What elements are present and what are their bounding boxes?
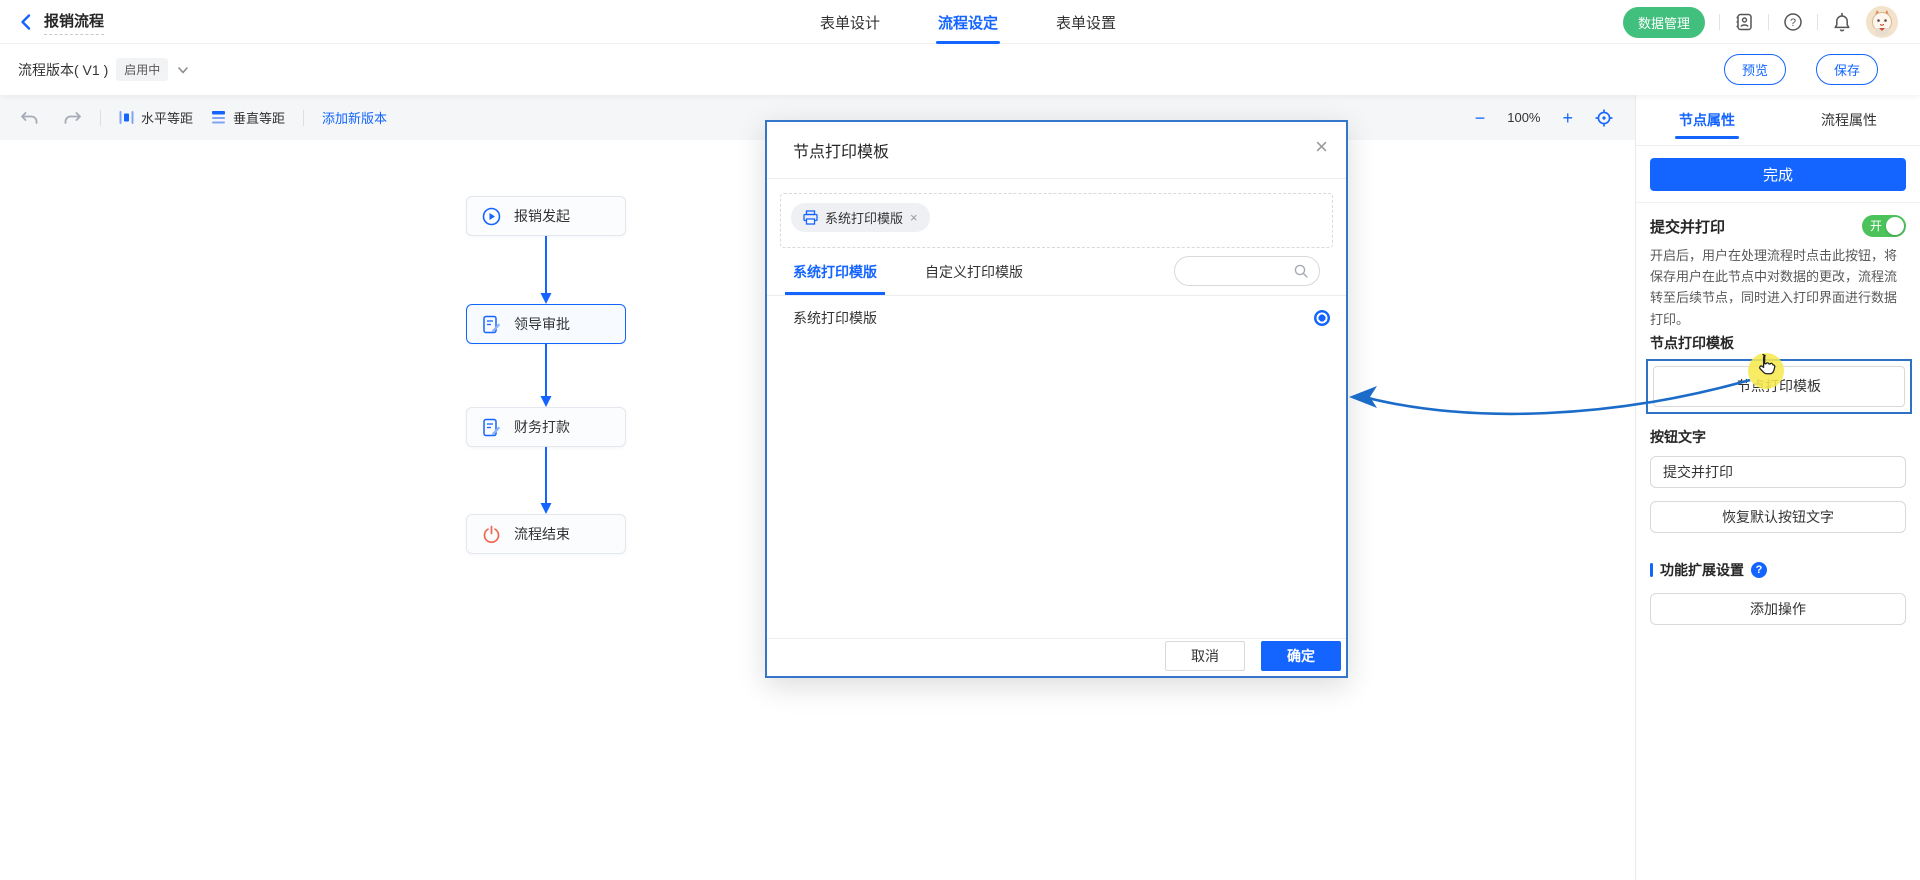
button-text-input[interactable]	[1650, 456, 1906, 488]
properties-panel: 节点属性 流程属性 完成 提交并打印 开 开启后，用户在处理流程时点击此按钮，将…	[1635, 95, 1920, 880]
restore-default-button[interactable]: 恢复默认按钮文字	[1650, 501, 1906, 533]
play-circle-icon	[482, 207, 501, 226]
toggle-on-label: 开	[1870, 219, 1882, 233]
search-icon	[1293, 263, 1309, 279]
submit-print-toggle[interactable]: 开	[1862, 215, 1906, 237]
submit-print-label: 提交并打印	[1650, 216, 1725, 237]
divider	[1768, 14, 1769, 30]
undo-icon[interactable]	[20, 110, 39, 126]
version-bar: 流程版本( V1 ) 启用中 预览 保存	[0, 44, 1920, 95]
selected-template-chip[interactable]: 系统打印模版 ×	[791, 203, 930, 232]
save-button[interactable]: 保存	[1816, 54, 1878, 85]
doc-edit-icon	[482, 418, 501, 437]
doc-edit-icon	[482, 315, 501, 334]
toggle-knob	[1886, 217, 1904, 235]
preview-button[interactable]: 预览	[1724, 54, 1786, 85]
tab-form-setting[interactable]: 表单设置	[1056, 0, 1116, 44]
node-label: 财务打款	[514, 417, 570, 437]
horizontal-spacing-button[interactable]: 水平等距	[119, 108, 193, 127]
flow-node-finance-payment[interactable]: 财务打款	[466, 407, 626, 447]
divider	[303, 110, 304, 126]
contact-book-icon[interactable]	[1734, 12, 1754, 32]
template-search-input[interactable]	[1189, 264, 1293, 279]
cancel-button[interactable]: 取消	[1165, 641, 1245, 671]
tab-flow-properties[interactable]: 流程属性	[1778, 95, 1920, 145]
selected-templates-box: 系统打印模版 ×	[780, 193, 1333, 248]
template-item-label: 系统打印模版	[793, 308, 1314, 328]
add-version-link[interactable]: 添加新版本	[322, 108, 387, 127]
template-list-item[interactable]: 系统打印模版	[767, 296, 1346, 340]
modal-close-icon[interactable]: ×	[1315, 136, 1328, 158]
template-search-box[interactable]	[1174, 256, 1320, 286]
flow-node-end[interactable]: 流程结束	[466, 514, 626, 554]
fit-view-icon[interactable]	[1595, 109, 1613, 127]
vertical-spacing-icon	[211, 110, 226, 125]
modal-title: 节点打印模板	[793, 138, 889, 162]
notification-bell-icon[interactable]	[1832, 12, 1852, 33]
divider	[1636, 202, 1920, 203]
power-icon	[482, 525, 501, 544]
tab-flow-setting[interactable]: 流程设定	[938, 0, 998, 44]
printer-icon	[803, 210, 818, 225]
node-print-template-label: 节点打印模板	[1650, 333, 1906, 353]
radio-selected-icon[interactable]	[1314, 310, 1330, 326]
chevron-down-icon[interactable]	[176, 63, 190, 77]
user-avatar[interactable]	[1866, 6, 1898, 38]
tab-system-templates[interactable]: 系统打印模版	[793, 248, 877, 295]
node-print-template-button[interactable]: 节点打印模板	[1653, 366, 1905, 407]
data-manage-button[interactable]: 数据管理	[1623, 7, 1705, 38]
divider	[1817, 14, 1818, 30]
page-title: 报销流程	[44, 10, 104, 35]
submit-print-description: 开启后，用户在处理流程时点击此按钮，将保存用户在此节点中对数据的更改，流程流转至…	[1650, 245, 1906, 330]
section-accent-bar	[1650, 563, 1653, 577]
extension-help-icon[interactable]: ?	[1751, 562, 1767, 578]
chevron-left-icon	[18, 13, 34, 31]
node-print-template-highlight: 节点打印模板	[1646, 359, 1912, 414]
divider	[100, 110, 101, 126]
done-button[interactable]: 完成	[1650, 158, 1906, 191]
divider	[1719, 14, 1720, 30]
button-text-label: 按钮文字	[1650, 427, 1906, 447]
chip-remove-icon[interactable]: ×	[910, 210, 918, 225]
version-label: 流程版本( V1 )	[18, 60, 108, 80]
zoom-level: 100%	[1507, 110, 1540, 125]
tab-node-properties[interactable]: 节点属性	[1636, 95, 1778, 145]
vertical-spacing-button[interactable]: 垂直等距	[211, 108, 285, 127]
help-icon[interactable]: ?	[1783, 12, 1803, 32]
horizontal-spacing-label: 水平等距	[141, 108, 193, 127]
back-button[interactable]	[18, 13, 34, 31]
confirm-button[interactable]: 确定	[1261, 641, 1341, 671]
node-label: 流程结束	[514, 524, 570, 544]
flow-node-leader-approval[interactable]: 领导审批	[466, 304, 626, 344]
status-badge: 启用中	[116, 58, 168, 81]
zoom-in-button[interactable]: +	[1562, 109, 1573, 127]
flow-node-start[interactable]: 报销发起	[466, 196, 626, 236]
vertical-spacing-label: 垂直等距	[233, 108, 285, 127]
add-action-button[interactable]: 添加操作	[1650, 593, 1906, 625]
tab-custom-templates[interactable]: 自定义打印模版	[925, 248, 1023, 295]
horizontal-spacing-icon	[119, 110, 134, 125]
header-tabs: 表单设计 流程设定 表单设置	[820, 0, 1116, 44]
node-label: 报销发起	[514, 206, 570, 226]
app-header: 报销流程 表单设计 流程设定 表单设置 数据管理	[0, 0, 1920, 44]
svg-text:?: ?	[1790, 17, 1796, 29]
zoom-out-button[interactable]: −	[1475, 109, 1486, 127]
node-label: 领导审批	[514, 314, 570, 334]
tab-form-design[interactable]: 表单设计	[820, 0, 880, 44]
node-print-template-modal: 节点打印模板 × 系统打印模版 × 系统打印模版 自定义打印模版	[765, 120, 1348, 678]
redo-icon[interactable]	[63, 110, 82, 126]
chip-label: 系统打印模版	[825, 208, 903, 227]
extension-settings-label: 功能扩展设置	[1660, 560, 1744, 580]
